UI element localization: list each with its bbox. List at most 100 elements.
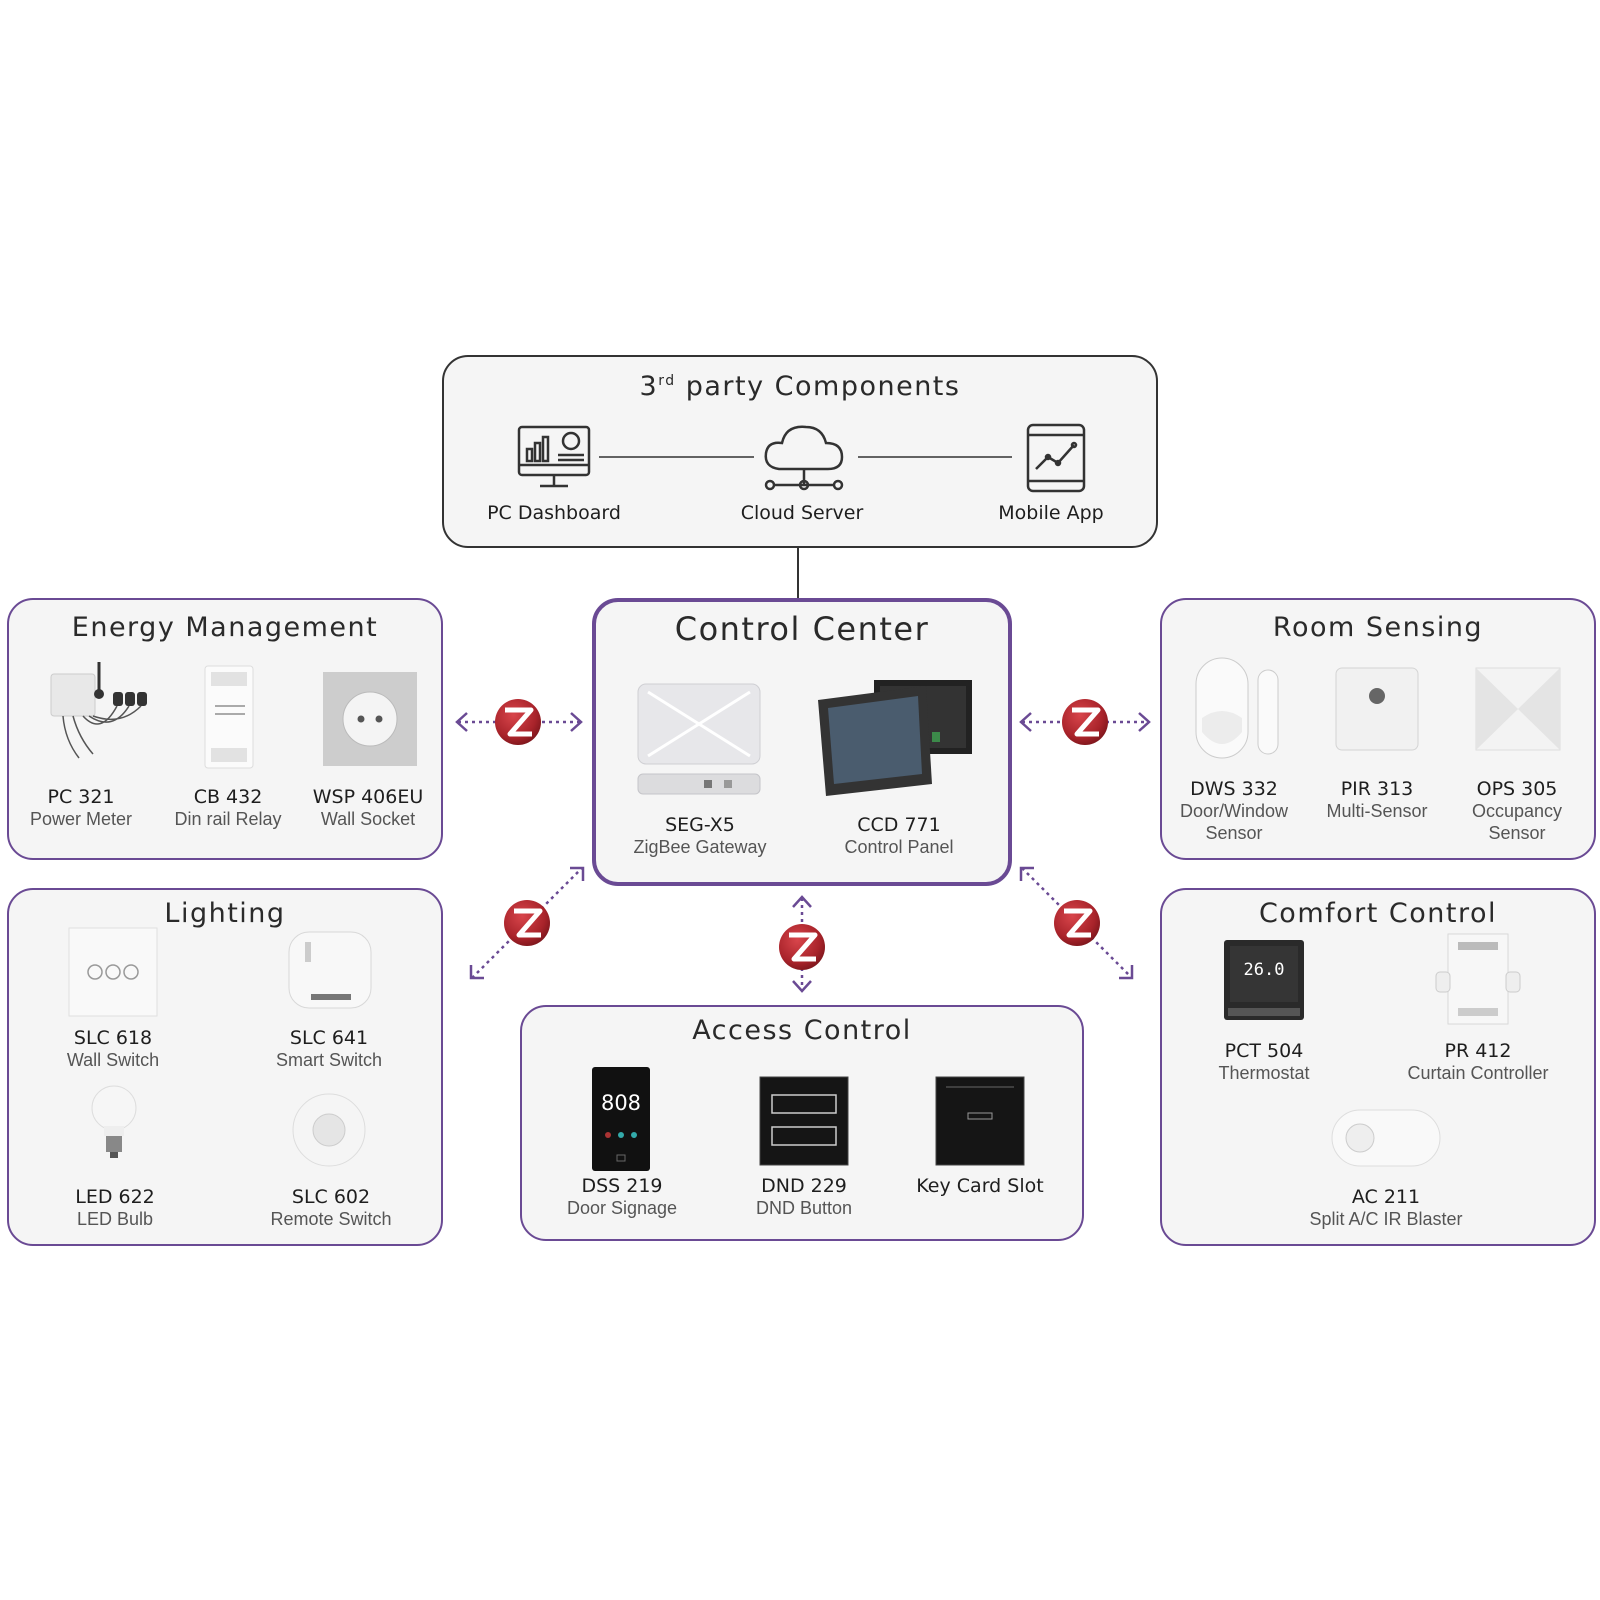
control-center-title: Control Center (674, 610, 930, 648)
item-model: PC 321 (47, 786, 115, 808)
item-model: PCT 504 (1224, 1040, 1304, 1062)
item-model: DWS 332 (1190, 778, 1278, 800)
tp-label: Mobile App (998, 502, 1104, 524)
wall-switch-image (68, 927, 158, 1017)
cc-item-control-panel: CCD 771 Control Panel (799, 814, 999, 858)
arrowheads-access (792, 895, 812, 993)
item-model: CB 432 (193, 786, 263, 808)
item-desc: Multi-Sensor (1326, 801, 1428, 821)
room-sensing-panel: Room Sensing DWS 332 Door/Window Sensor … (1160, 598, 1596, 860)
item-desc: Split A/C IR Blaster (1309, 1209, 1463, 1229)
remote-switch-image (292, 1093, 366, 1167)
comfort-item-ac211: AC 211 Split A/C IR Blaster (1286, 1186, 1486, 1230)
energy-item-pc321: PC 321 Power Meter (0, 786, 181, 830)
zigbee-badge-comfort (1054, 900, 1100, 946)
item-model: SEG-X5 (665, 814, 735, 836)
energy-title: Energy Management (71, 612, 379, 643)
access-control-title: Access Control (692, 1015, 912, 1046)
item-desc: Thermostat (1218, 1063, 1310, 1083)
third-party-title: 3rd party Components (639, 371, 961, 402)
room-item-ops305: OPS 305 Occupancy Sensor (1417, 778, 1600, 844)
lighting-item-led622: LED 622 LED Bulb (15, 1186, 215, 1230)
din-relay-image (204, 665, 254, 769)
cc-item-gateway: SEG-X5 ZigBee Gateway (600, 814, 800, 858)
item-desc: Wall Switch (66, 1050, 160, 1070)
item-desc: Sensor (1488, 823, 1546, 843)
energy-item-wsp406eu: WSP 406EU Wall Socket (268, 786, 468, 830)
item-model: SLC 641 (289, 1027, 369, 1049)
zigbee-badge-energy (495, 699, 541, 745)
key-card-slot-image (935, 1076, 1025, 1166)
lighting-panel: Lighting SLC 618 Wall Switch SLC 641 S (7, 888, 443, 1246)
tablet-chart-icon (1026, 423, 1086, 493)
arrowheads-energy (455, 712, 583, 732)
item-model: WSP 406EU (312, 786, 424, 808)
item-model: CCD 771 (857, 814, 941, 836)
lighting-item-slc602: SLC 602 Remote Switch (231, 1186, 431, 1230)
item-model: SLC 602 (291, 1186, 371, 1208)
item-desc: Power Meter (29, 809, 133, 829)
smart-switch-image (288, 931, 372, 1009)
zigbee-badge-access (779, 924, 825, 970)
item-desc: Smart Switch (275, 1050, 383, 1070)
energy-panel: Energy Management PC 321 Power Meter CB … (7, 598, 443, 860)
item-desc: Door/Window (1179, 801, 1289, 821)
door-signage-image (592, 1067, 650, 1171)
comfort-control-panel: Comfort Control 26.0 PCT 504 Thermostat … (1160, 888, 1596, 1246)
item-desc: DND Button (755, 1198, 853, 1218)
gateway-image (637, 683, 761, 795)
third-party-panel: 3rd party Components (442, 355, 1158, 548)
lighting-title: Lighting (164, 898, 286, 929)
item-desc: Control Panel (844, 837, 954, 857)
multi-sensor-image (1335, 667, 1419, 751)
item-desc: Din rail Relay (174, 809, 282, 829)
zigbee-badge-lighting (504, 900, 550, 946)
item-desc: Curtain Controller (1407, 1063, 1549, 1083)
thermostat-reading: 26.0 (1243, 960, 1285, 980)
lighting-item-slc618: SLC 618 Wall Switch (13, 1027, 213, 1071)
access-control-panel: Access Control 808 DSS 219 Door Signage … (520, 1005, 1084, 1241)
item-desc: Wall Socket (320, 809, 416, 829)
comfort-item-pr412: PR 412 Curtain Controller (1378, 1040, 1578, 1084)
door-window-sensor-image (1195, 657, 1279, 759)
power-meter-image (50, 662, 147, 759)
item-model: Key Card Slot (916, 1175, 1044, 1197)
comfort-control-title: Comfort Control (1258, 898, 1498, 929)
item-desc: Sensor (1205, 823, 1263, 843)
energy-item-cb432: CB 432 Din rail Relay (128, 786, 328, 830)
tp-label: PC Dashboard (487, 502, 621, 524)
door-signage-number: 808 (600, 1091, 642, 1115)
room-item-pir313: PIR 313 Multi-Sensor (1277, 778, 1477, 822)
tp-item-pc-dashboard: PC Dashboard (454, 502, 654, 524)
room-item-dws332: DWS 332 Door/Window Sensor (1134, 778, 1334, 844)
item-desc: LED Bulb (76, 1209, 154, 1229)
item-desc: Occupancy (1471, 801, 1563, 821)
tp-label: Cloud Server (740, 502, 864, 524)
lighting-item-slc641: SLC 641 Smart Switch (229, 1027, 429, 1071)
tp-item-cloud-server: Cloud Server (702, 502, 902, 524)
third-party-icons (517, 423, 1086, 493)
item-model: LED 622 (75, 1186, 155, 1208)
item-model: OPS 305 (1476, 778, 1558, 800)
led-bulb-image (91, 1085, 137, 1158)
arrowheads-room (1019, 712, 1151, 732)
control-center-panel: Control Center SEG-X5 ZigBee Gateway CCD… (592, 598, 1012, 886)
ir-blaster-image (1331, 1109, 1441, 1167)
arrowheads-lighting (469, 866, 585, 980)
item-model: AC 211 (1351, 1186, 1421, 1208)
item-model: SLC 618 (73, 1027, 153, 1049)
cloud-network-icon (764, 425, 844, 491)
item-desc: Door Signage (566, 1198, 678, 1218)
item-model: DND 229 (761, 1175, 847, 1197)
curtain-controller-image (1435, 933, 1521, 1025)
wall-socket-image (323, 672, 417, 766)
item-model: DSS 219 (581, 1175, 663, 1197)
thermostat-image (1224, 940, 1304, 1020)
comfort-item-pct504: PCT 504 Thermostat (1164, 1040, 1364, 1084)
control-panel-image (818, 680, 972, 796)
access-item-dss219: DSS 219 Door Signage (522, 1175, 722, 1219)
tp-item-mobile-app: Mobile App (951, 502, 1151, 524)
access-item-dnd229: DND 229 DND Button (704, 1175, 904, 1219)
access-item-key-card-slot: Key Card Slot (880, 1175, 1080, 1197)
